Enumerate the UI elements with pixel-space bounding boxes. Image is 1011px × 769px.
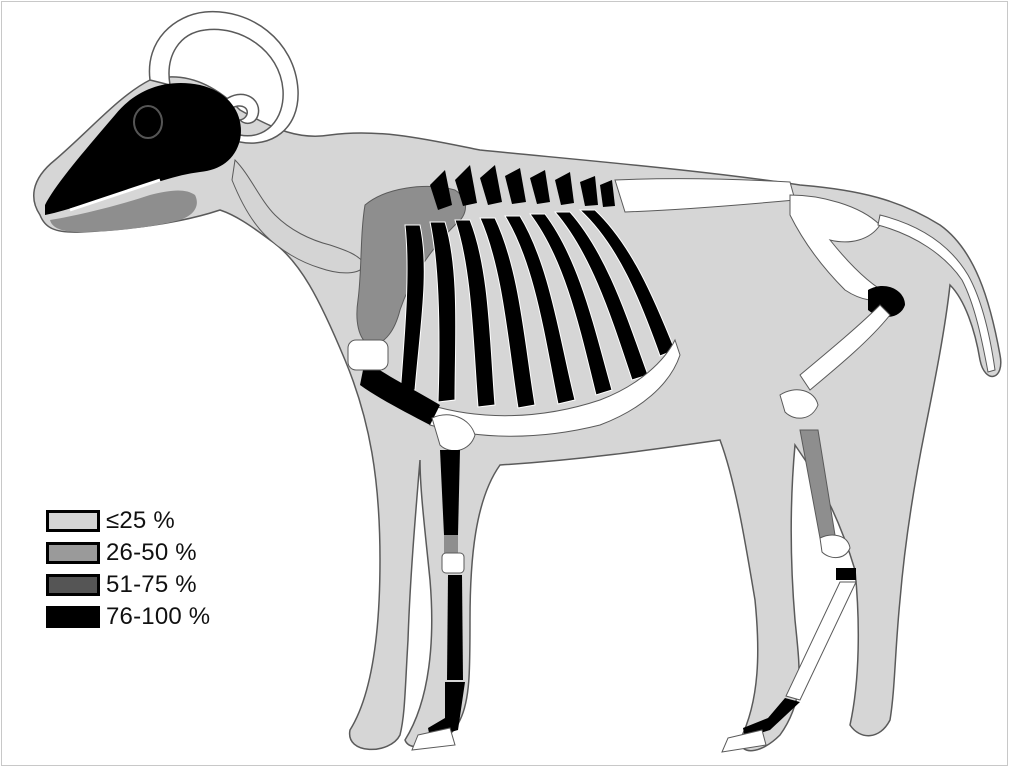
legend: ≤25 % 26-50 % 51-75 % 76-100 % [46,505,210,633]
legend-item: 26-50 % [46,537,210,569]
legend-item: 76-100 % [46,601,210,633]
legend-swatch-50 [46,542,100,564]
carpus [444,535,458,553]
legend-label: 51-75 % [106,571,197,599]
carpal-joint [442,553,464,573]
legend-swatch-100 [46,606,100,628]
legend-item: 51-75 % [46,569,210,601]
legend-label: 26-50 % [106,539,197,567]
legend-label: 76-100 % [106,603,210,631]
legend-label: ≤25 % [106,507,175,535]
hock-joint [836,568,856,580]
legend-item: ≤25 % [46,505,210,537]
legend-swatch-75 [46,574,100,596]
legend-swatch-25 [46,510,100,532]
shoulder-joint [348,340,388,370]
metacarpal [447,575,463,680]
